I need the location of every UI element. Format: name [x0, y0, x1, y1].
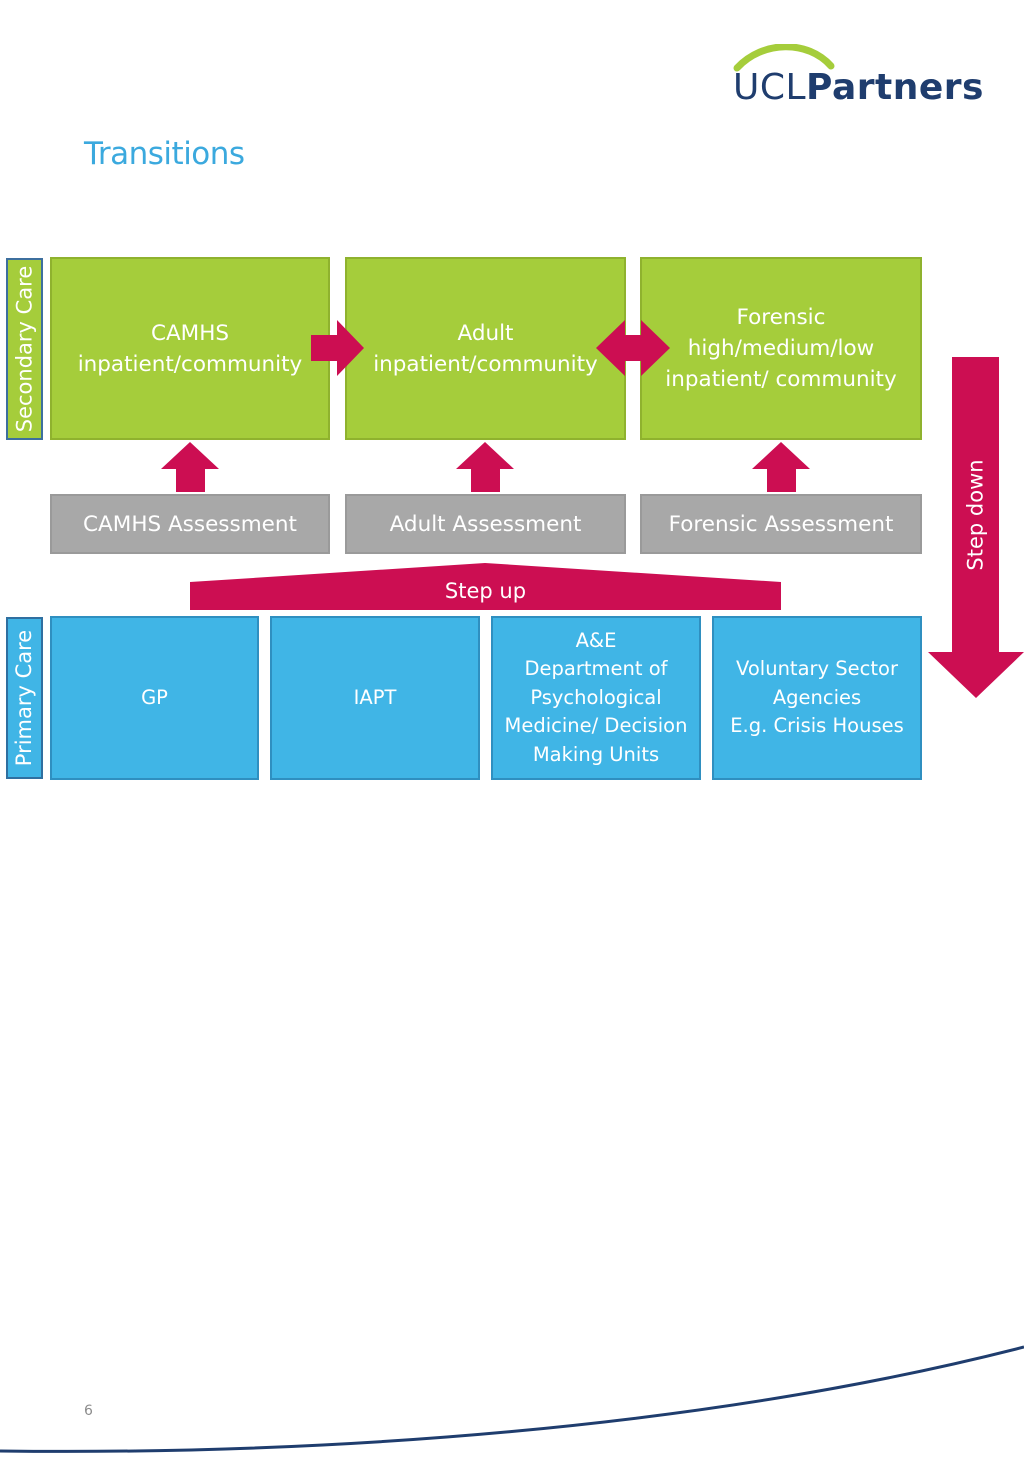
- step-up-label: Step up: [444, 579, 527, 603]
- box-line: Forensic: [736, 305, 826, 330]
- box-line: CAMHS: [150, 320, 230, 346]
- box-line: Making Units: [532, 742, 660, 766]
- box-line: Psychological: [530, 685, 662, 709]
- box-line: A&E: [575, 628, 617, 652]
- box-line: Agencies: [772, 685, 862, 709]
- page-number: 6: [84, 1403, 93, 1419]
- box-line: Department of: [524, 657, 668, 681]
- iapt-box: IAPT: [270, 616, 480, 780]
- box-line: Adult: [457, 320, 514, 346]
- step-up-arrow: [190, 563, 781, 610]
- logo-text-ucl: UCL: [733, 67, 807, 108]
- page-title: Transitions: [84, 136, 245, 172]
- box-line: inpatient/community: [373, 351, 598, 377]
- box-line: Medicine/ Decision: [504, 714, 688, 738]
- adult-inpatient-box: Adult inpatient/community: [345, 257, 626, 440]
- forensic-assessment-box: Forensic Assessment: [640, 494, 922, 554]
- forensic-box: Forensic high/medium/low inpatient/ commun…: [640, 257, 922, 440]
- box-line: GP: [141, 685, 168, 709]
- primary-care-label: Primary Care: [6, 617, 43, 779]
- secondary-care-label: Secondary Care: [6, 258, 43, 440]
- ucl-partners-logo: UCLPartners: [733, 44, 983, 114]
- box-line: high/medium/low: [687, 336, 875, 361]
- box-line: IAPT: [353, 685, 397, 709]
- up-arrow-adult: [456, 442, 514, 492]
- box-line: inpatient/community: [77, 351, 303, 377]
- logo-text-partners: Partners: [806, 67, 984, 108]
- logo-wordmark: UCLPartners: [733, 68, 984, 108]
- voluntary-sector-box: Voluntary Sector Agencies E.g. Crisis Ho…: [712, 616, 922, 780]
- adult-assessment-box: Adult Assessment: [345, 494, 626, 554]
- camhs-inpatient-box: CAMHS inpatient/community: [50, 257, 330, 440]
- up-arrow-camhs: [161, 442, 219, 492]
- box-line: E.g. Crisis Houses: [730, 714, 904, 738]
- assessment-label: Forensic Assessment: [668, 511, 894, 537]
- assessment-label: Adult Assessment: [389, 511, 582, 537]
- gp-box: GP: [50, 616, 259, 780]
- up-arrow-forensic: [752, 442, 810, 492]
- box-line: Voluntary Sector: [736, 657, 898, 681]
- ae-psych-medicine-box: A&E Department of Psychological Medicine…: [491, 616, 701, 780]
- assessment-label: CAMHS Assessment: [83, 511, 297, 537]
- step-down-arrow: [928, 357, 1024, 698]
- box-line: inpatient/ community: [665, 367, 897, 392]
- logo-arc-icon: [733, 44, 835, 72]
- camhs-assessment-box: CAMHS Assessment: [50, 494, 330, 554]
